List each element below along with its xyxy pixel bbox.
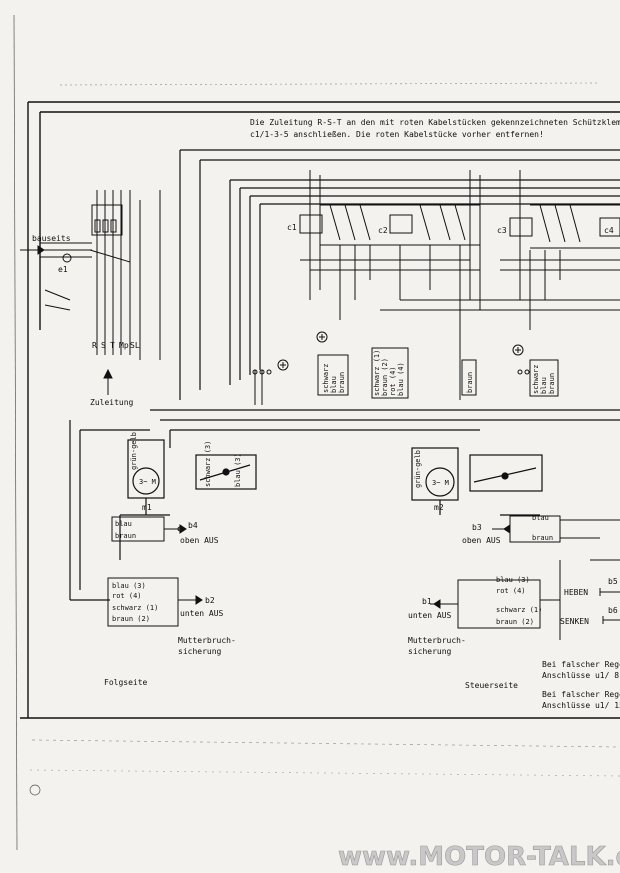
cable-braun-b3: braun: [532, 534, 553, 542]
mutterbruch-right-1: Mutterbruch-: [408, 636, 466, 645]
sheet-frame: [20, 101, 620, 719]
bauseits-label: bauseits: [32, 234, 71, 243]
cable-braun-2-b1: braun (2): [496, 618, 534, 626]
cable-blau-1: blau: [330, 376, 338, 393]
phase-sl: SL: [130, 341, 140, 350]
mutterbruch-left-2: sicherung: [178, 647, 222, 656]
mutterbruch-right-2: sicherung: [408, 647, 452, 656]
switch-b3-oben-aus: oben AUS: [462, 536, 501, 545]
cable-blau-b3: blau: [532, 514, 549, 522]
cable-gruen-gelb-m1: grün-gelb: [130, 432, 138, 470]
main-switch-e1: [20, 190, 161, 395]
limit-switch-b1: [430, 560, 561, 640]
phase-r: R: [92, 341, 97, 350]
scan-artifacts: [13, 14, 620, 851]
cable-braun-2-b2: braun (2): [112, 615, 150, 623]
motor-m1: [119, 439, 257, 560]
bus-lines: [69, 149, 620, 601]
phase-t: T: [110, 341, 115, 350]
cable-rot-4: rot (4): [389, 366, 397, 396]
switch-b2-label: b2: [205, 596, 215, 605]
e1-label: e1: [58, 265, 68, 274]
cable-blau-4: blau (4): [397, 362, 405, 396]
cable-blau-3-b1: blau (3): [496, 576, 530, 584]
contactor-c2: c2: [378, 226, 388, 235]
cable-blau-b4: blau: [115, 520, 132, 528]
cable-braun-4: braun: [548, 373, 556, 394]
cable-rot-4-b2: rot (4): [112, 592, 142, 600]
motor-m2: [411, 447, 543, 516]
motor-m1-label: m1: [142, 503, 152, 512]
cable-schwarz-3-m1: schwarz (3): [204, 441, 212, 487]
cable-blau-2: blau: [540, 377, 548, 394]
steuerseite-label: Steuerseite: [465, 681, 518, 690]
watermark: www.MOTOR-TALK.de: [338, 842, 620, 872]
switch-b1-unten-aus: unten AUS: [408, 611, 452, 620]
cable-rot-4-b1: rot (4): [496, 587, 526, 595]
limit-switch-b4: [111, 516, 187, 542]
note-1-line2: Anschlüsse u1/ 8 u: [542, 671, 620, 680]
motor-label-m2: 3~ M: [432, 479, 449, 487]
phase-s: S: [101, 341, 106, 350]
switch-senken: SENKEN: [560, 617, 589, 626]
earth-icon: [277, 331, 524, 371]
contactor-c1: c1: [287, 223, 297, 232]
switch-b5-label: b5: [608, 577, 618, 586]
header-note-line1: Die Zuleitung R-S-T an den mit roten Kab…: [250, 118, 620, 127]
push-buttons: [590, 559, 620, 624]
switch-b6-label: b6: [608, 606, 618, 615]
cable-labels: schwarz blau braun schwarz (1) braun (2)…: [322, 350, 556, 396]
phase-mp: Mp: [119, 341, 129, 350]
cable-blau-3-m1: blau (3): [234, 453, 242, 487]
limit-switch-b3: [492, 515, 620, 543]
motor-label-m1: 3~ M: [139, 478, 156, 486]
cable-schwarz-1-b1: schwarz (1): [496, 606, 542, 614]
cable-braun-3: braun: [466, 372, 474, 393]
cable-schwarz-2: schwarz: [532, 364, 540, 394]
note-2-line2: Anschlüsse u1/ 15 u: [542, 701, 620, 710]
note-1-line1: Bei falscher Regelri: [542, 660, 620, 669]
cable-blau-3-b2: blau (3): [112, 582, 146, 590]
cable-bundles: [252, 347, 559, 405]
cable-braun-b4: braun: [115, 532, 136, 540]
switch-heben: HEBEN: [564, 588, 588, 597]
switch-b4-oben-aus: oben AUS: [180, 536, 219, 545]
contactor-group-left: [299, 170, 481, 400]
switch-b1-label: b1: [422, 597, 432, 606]
motor-m2-label: m2: [434, 503, 444, 512]
contactor-c4: c4: [604, 226, 614, 235]
cable-braun-1: braun: [338, 372, 346, 393]
switch-b3-label: b3: [472, 523, 482, 532]
switch-b2-unten-aus: unten AUS: [180, 609, 224, 618]
limit-switch-b2: [107, 577, 203, 627]
cable-gruen-gelb-m2: grün-gelb: [414, 450, 422, 488]
folgseite-label: Folgseite: [104, 678, 148, 687]
cable-braun-2: braun (2): [381, 358, 389, 396]
contactor-group-right: [380, 170, 620, 330]
cable-schwarz-1: schwarz: [322, 363, 330, 393]
contactor-c3: c3: [497, 226, 507, 235]
note-2-line1: Bei falscher Regelri: [542, 690, 620, 699]
cable-schwarz-1-b2: schwarz (1): [112, 604, 158, 612]
header-note-line2: c1/1-3-5 anschließen. Die roten Kabelstü…: [250, 130, 544, 139]
mutterbruch-left-1: Mutterbruch-: [178, 636, 236, 645]
zuleitung-label: Zuleitung: [90, 398, 134, 407]
cable-schwarz-1-bracket: schwarz (1): [373, 350, 381, 396]
switch-b4-label: b4: [188, 521, 198, 530]
